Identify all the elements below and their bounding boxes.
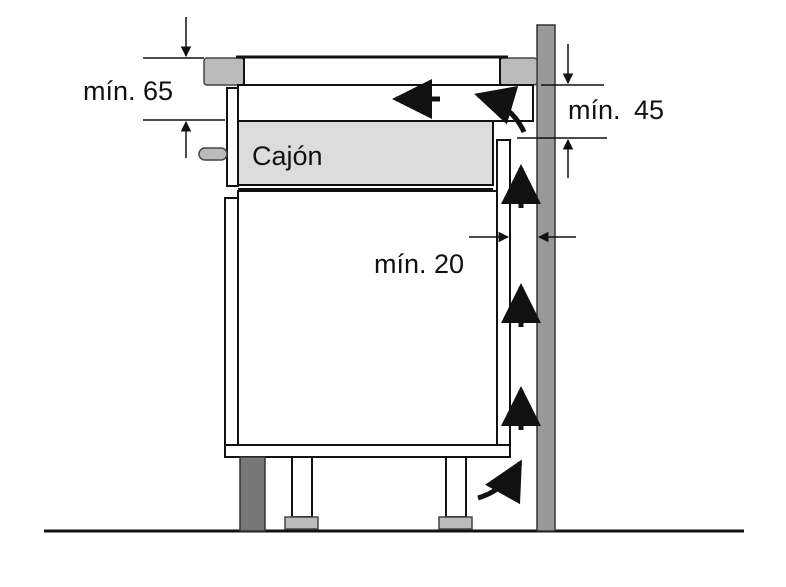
airflow-arrow-icon xyxy=(477,459,523,505)
drawer-handle xyxy=(198,147,228,161)
hob-glass xyxy=(243,56,501,86)
plinth xyxy=(239,456,266,532)
cabinet-bottom xyxy=(224,444,511,458)
cabinet-front-strip xyxy=(224,197,239,457)
dimension-top xyxy=(143,17,225,158)
cabinet-rear-panel xyxy=(496,139,511,446)
airflow-arrow-icon xyxy=(474,85,527,134)
drawer xyxy=(237,120,494,186)
dimension-top-label: mín. 65 xyxy=(83,76,173,106)
worktop-right xyxy=(499,57,538,86)
foot-right xyxy=(438,456,473,530)
wall xyxy=(536,24,556,532)
drawer-label: Cajón xyxy=(252,141,323,171)
cabinet-body xyxy=(237,190,498,446)
dimension-right-value: 45 xyxy=(634,95,664,125)
cabinet-top xyxy=(237,84,534,122)
dimension-gap-label: mín. 20 xyxy=(374,249,464,279)
foot-left xyxy=(284,456,319,530)
worktop-left xyxy=(203,57,245,86)
dimension-right xyxy=(517,44,607,178)
cabinet-front-strip-top xyxy=(226,87,239,187)
airflow-arrows xyxy=(392,79,541,505)
dimension-right-label: mín. xyxy=(568,95,621,125)
